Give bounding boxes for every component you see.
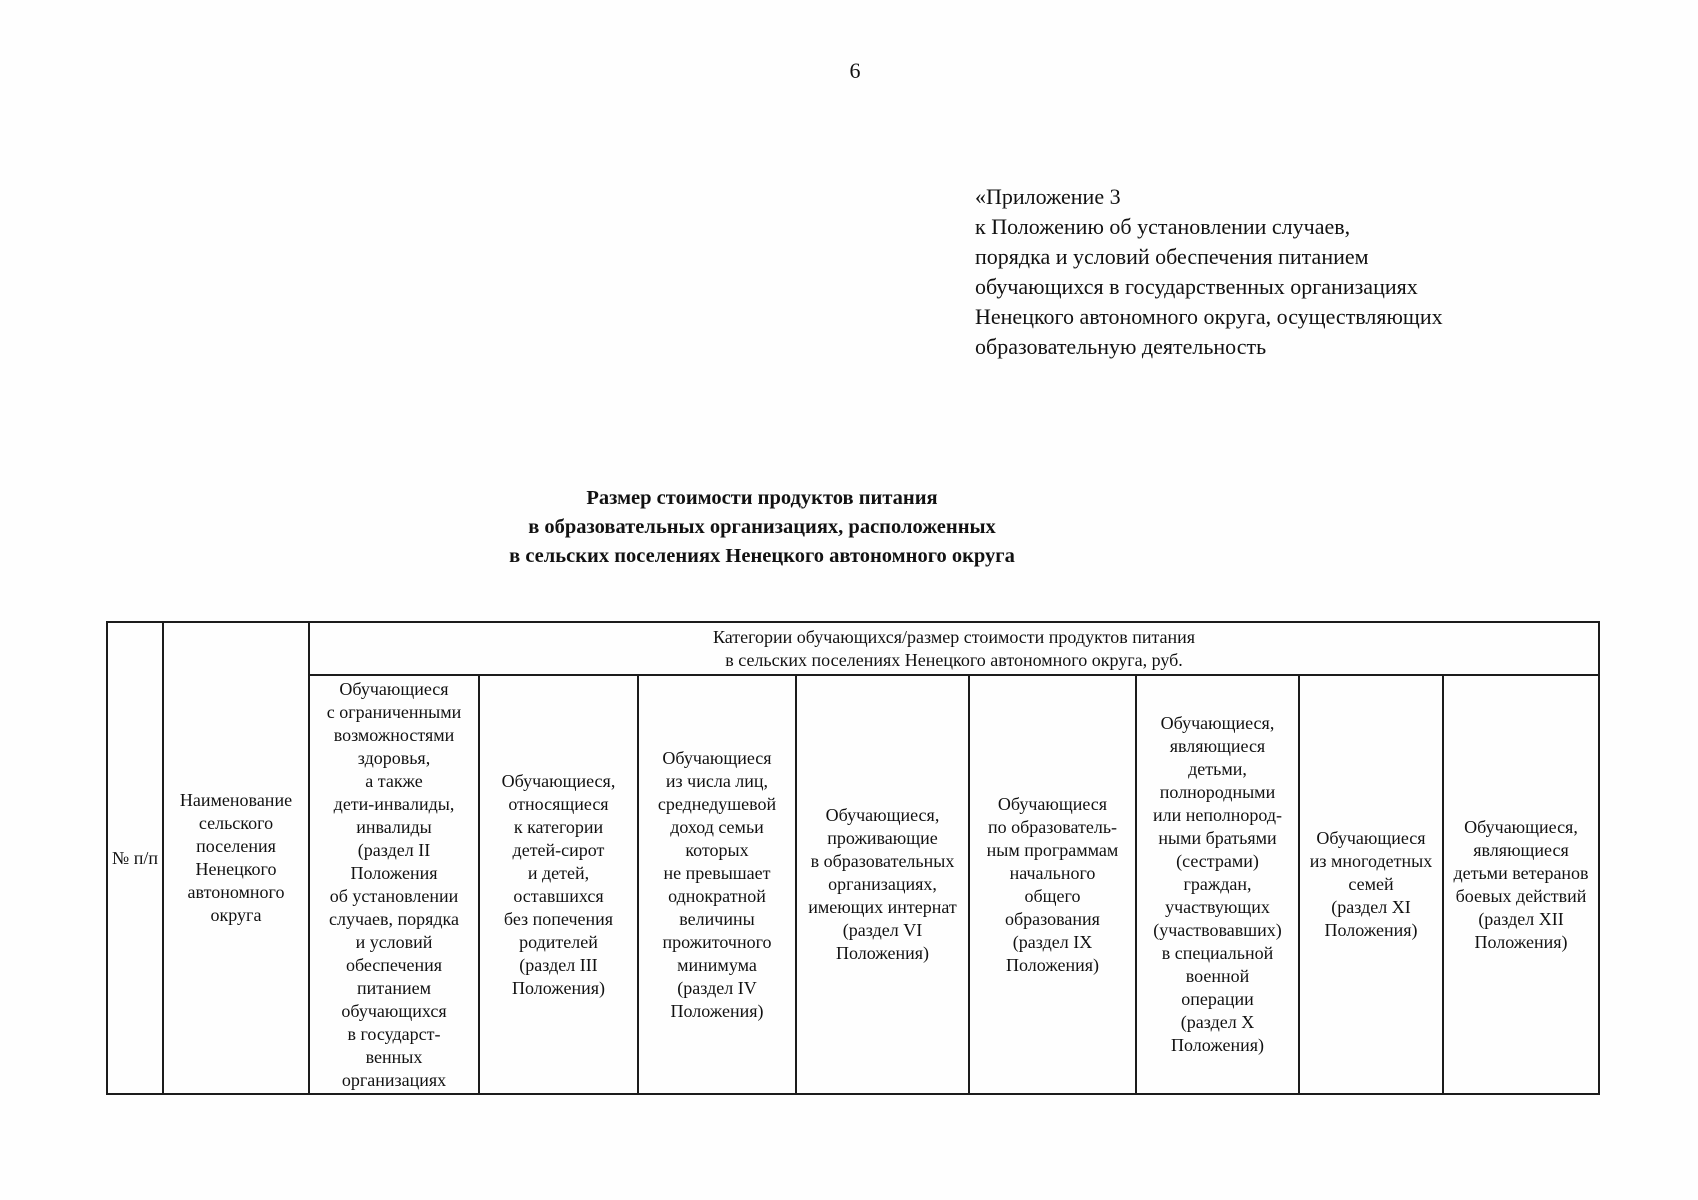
appendix-line: обучающихся в государственных организаци… (975, 274, 1418, 299)
header-cell-categories-span: Категории обучающихся/размер стоимости п… (307, 621, 1601, 676)
header-cell-category-veterans-children: Обучающиеся, являющиеся детьми ветеранов… (1441, 674, 1601, 1095)
title-line: в сельских поселениях Ненецкого автономн… (509, 545, 1015, 567)
title-line: Размер стоимости продуктов питания (586, 487, 938, 509)
page-number: 6 (849, 58, 861, 83)
appendix-reference-block: «Приложение 3 к Положению об установлени… (975, 182, 1445, 362)
header-cell-category-large-families: Обучающиеся из многодетных семей (раздел… (1298, 674, 1444, 1095)
appendix-line: порядка и условий обеспечения питанием (975, 244, 1369, 269)
appendix-line: Ненецкого автономного округа, осуществля… (975, 304, 1443, 329)
header-cell-category-disabled: Обучающиеся с ограниченными возможностям… (308, 674, 480, 1095)
appendix-line: образовательную деятельность (975, 334, 1267, 359)
header-cell-category-low-income: Обучающиеся из числа лиц, среднедушевой … (637, 674, 797, 1095)
header-cell-category-primary-education: Обучающиеся по образователь- ным програм… (968, 674, 1137, 1095)
appendix-line: «Приложение 3 (975, 184, 1121, 209)
header-cell-category-orphans: Обучающиеся, относящиеся к категории дет… (478, 674, 639, 1095)
appendix-line: к Положению об установлении случаев, (975, 214, 1351, 239)
title-line: в образовательных организациях, располож… (528, 516, 996, 538)
header-cell-npp: № п/п (106, 621, 164, 1095)
food-cost-table: № п/п Наименование сельского поселения Н… (106, 621, 1601, 1095)
header-cell-category-boarding: Обучающиеся, проживающие в образовательн… (795, 674, 970, 1095)
header-cell-settlement: Наименование сельского поселения Ненецко… (162, 621, 310, 1095)
header-cell-category-svo-siblings: Обучающиеся, являющиеся детьми, полнород… (1135, 674, 1300, 1095)
document-title: Размер стоимости продуктов питания в обр… (362, 484, 1162, 571)
